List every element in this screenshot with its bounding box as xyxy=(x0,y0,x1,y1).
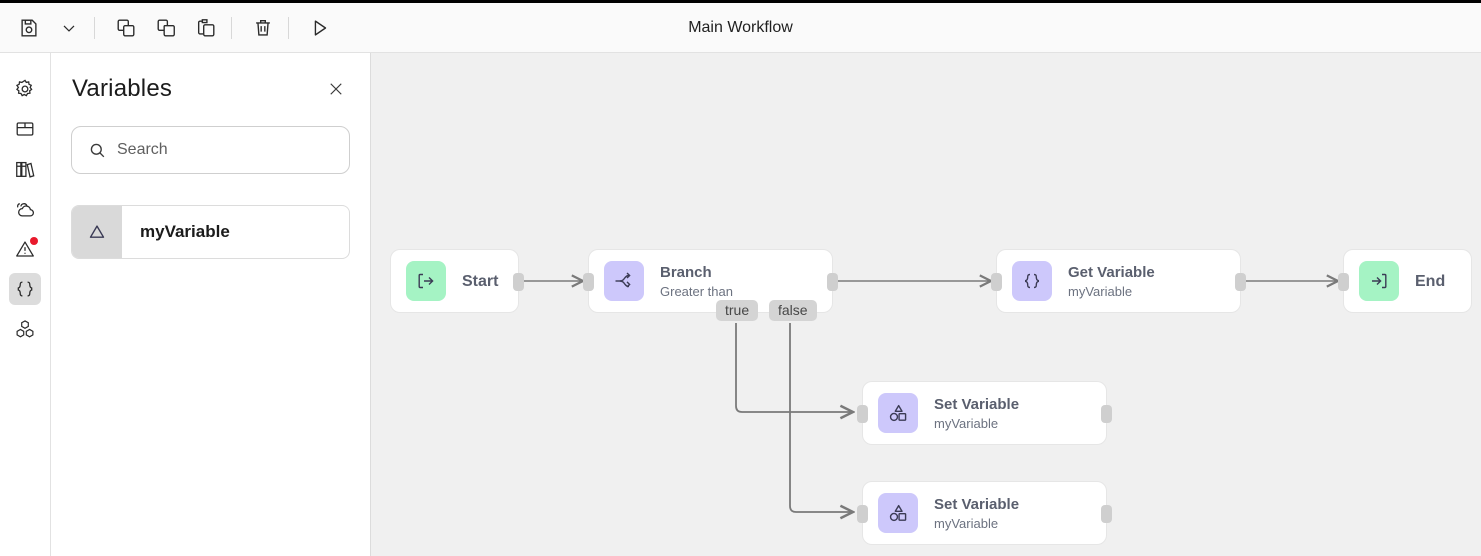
duplicate-button[interactable] xyxy=(149,11,183,45)
node-title: Set Variable xyxy=(934,395,1020,413)
shapes-icon xyxy=(889,404,907,422)
arrow-in-bracket-icon xyxy=(1372,273,1387,289)
output-port[interactable] xyxy=(1235,273,1246,291)
input-port[interactable] xyxy=(583,273,594,291)
input-port[interactable] xyxy=(991,273,1002,291)
list-item[interactable]: myVariable xyxy=(71,205,350,259)
node-icon xyxy=(1359,261,1399,301)
run-button[interactable] xyxy=(303,11,337,45)
toolbar-separator xyxy=(231,16,232,39)
paste-button[interactable] xyxy=(189,11,223,45)
variable-icon-box xyxy=(72,206,122,258)
shapes-icon xyxy=(889,504,907,522)
gear-icon xyxy=(15,79,33,97)
top-toolbar: Main Workflow xyxy=(0,3,1481,53)
edge-layer xyxy=(521,53,1481,556)
chevron-down-icon xyxy=(63,24,75,32)
node-set-variable-2[interactable]: Set Variable myVariable xyxy=(857,481,1112,545)
close-icon xyxy=(330,83,342,95)
cloud-icon xyxy=(16,203,34,217)
variable-name: myVariable xyxy=(140,222,230,241)
node-text: Set Variable myVariable xyxy=(934,395,1019,432)
sidebar-item-package[interactable] xyxy=(9,113,41,145)
triangle-icon xyxy=(89,225,105,238)
sidebar-item-blocks[interactable] xyxy=(9,313,41,345)
port-label-false[interactable]: false xyxy=(769,300,817,321)
node-title: Branch xyxy=(660,263,712,281)
warning-triangle-icon xyxy=(16,241,34,257)
error-badge xyxy=(30,237,38,245)
variable-list: myVariable xyxy=(71,205,350,259)
delete-button[interactable] xyxy=(246,11,280,45)
node-get-variable[interactable]: Get Variable myVariable xyxy=(991,249,1246,313)
node-text: End xyxy=(1415,272,1445,291)
sidebar-item-cloud[interactable] xyxy=(9,193,41,225)
workflow-canvas[interactable]: Start Branch Greater than true false xyxy=(371,53,1481,556)
panel-header: Variables xyxy=(51,53,370,103)
node-start[interactable]: Start xyxy=(390,249,524,313)
copy-button[interactable] xyxy=(109,11,143,45)
node-title: End xyxy=(1415,272,1446,290)
node-text: Branch Greater than xyxy=(660,263,733,300)
node-icon xyxy=(604,261,644,301)
node-icon xyxy=(406,261,446,301)
sidebar-item-variables[interactable] xyxy=(9,273,41,305)
paste-icon xyxy=(197,18,215,36)
left-icon-rail xyxy=(0,53,51,556)
save-icon xyxy=(21,19,37,36)
output-port[interactable] xyxy=(827,273,838,291)
edge-false-set2 xyxy=(789,323,853,512)
panel-title: Variables xyxy=(72,75,173,102)
output-port[interactable] xyxy=(513,273,524,291)
node-icon xyxy=(878,393,918,433)
input-port[interactable] xyxy=(1338,273,1349,291)
save-dropdown-button[interactable] xyxy=(52,11,86,45)
sidebar-item-library[interactable] xyxy=(9,153,41,185)
play-icon xyxy=(314,19,327,36)
arrow-out-bracket-icon xyxy=(418,273,434,289)
trash-icon xyxy=(256,19,270,36)
port-label-true[interactable]: true xyxy=(716,300,759,321)
input-port[interactable] xyxy=(857,505,868,523)
search-box[interactable] xyxy=(71,126,350,174)
books-icon xyxy=(16,161,35,178)
cubes-icon xyxy=(16,320,34,338)
box-icon xyxy=(16,122,34,136)
node-subtitle: myVariable xyxy=(934,515,999,531)
node-title: Get Variable xyxy=(1068,263,1155,281)
variables-panel: Variables myVariable xyxy=(51,53,371,556)
toolbar-separator xyxy=(288,16,289,39)
node-title: Set Variable xyxy=(934,495,1020,513)
node-subtitle: myVariable xyxy=(1068,283,1133,299)
output-port[interactable] xyxy=(1101,405,1112,423)
node-subtitle: myVariable xyxy=(934,415,999,431)
node-end[interactable]: End xyxy=(1338,249,1472,313)
sidebar-item-errors[interactable] xyxy=(9,233,41,265)
duplicate-icon xyxy=(157,19,175,36)
copy-icon xyxy=(117,19,135,36)
curly-braces-icon xyxy=(1025,273,1039,289)
search-icon xyxy=(88,141,107,160)
sidebar-item-settings[interactable] xyxy=(9,73,41,105)
output-port[interactable] xyxy=(1101,505,1112,523)
node-icon xyxy=(1012,261,1052,301)
node-set-variable-1[interactable]: Set Variable myVariable xyxy=(857,381,1112,445)
branch-icon xyxy=(615,272,631,288)
input-port[interactable] xyxy=(857,405,868,423)
save-button[interactable] xyxy=(12,11,46,45)
curly-braces-icon xyxy=(17,281,33,297)
node-text: Get Variable myVariable xyxy=(1068,263,1155,300)
edge-true-set1 xyxy=(735,323,853,412)
toolbar-separator xyxy=(94,16,95,39)
search-input[interactable] xyxy=(117,141,349,159)
node-icon xyxy=(878,493,918,533)
close-panel-button[interactable] xyxy=(324,77,348,101)
node-branch[interactable]: Branch Greater than xyxy=(583,249,838,313)
node-text: Set Variable myVariable xyxy=(934,495,1019,532)
node-subtitle: Greater than xyxy=(660,283,733,299)
node-title: Start xyxy=(462,272,499,290)
node-text: Start xyxy=(462,272,498,291)
